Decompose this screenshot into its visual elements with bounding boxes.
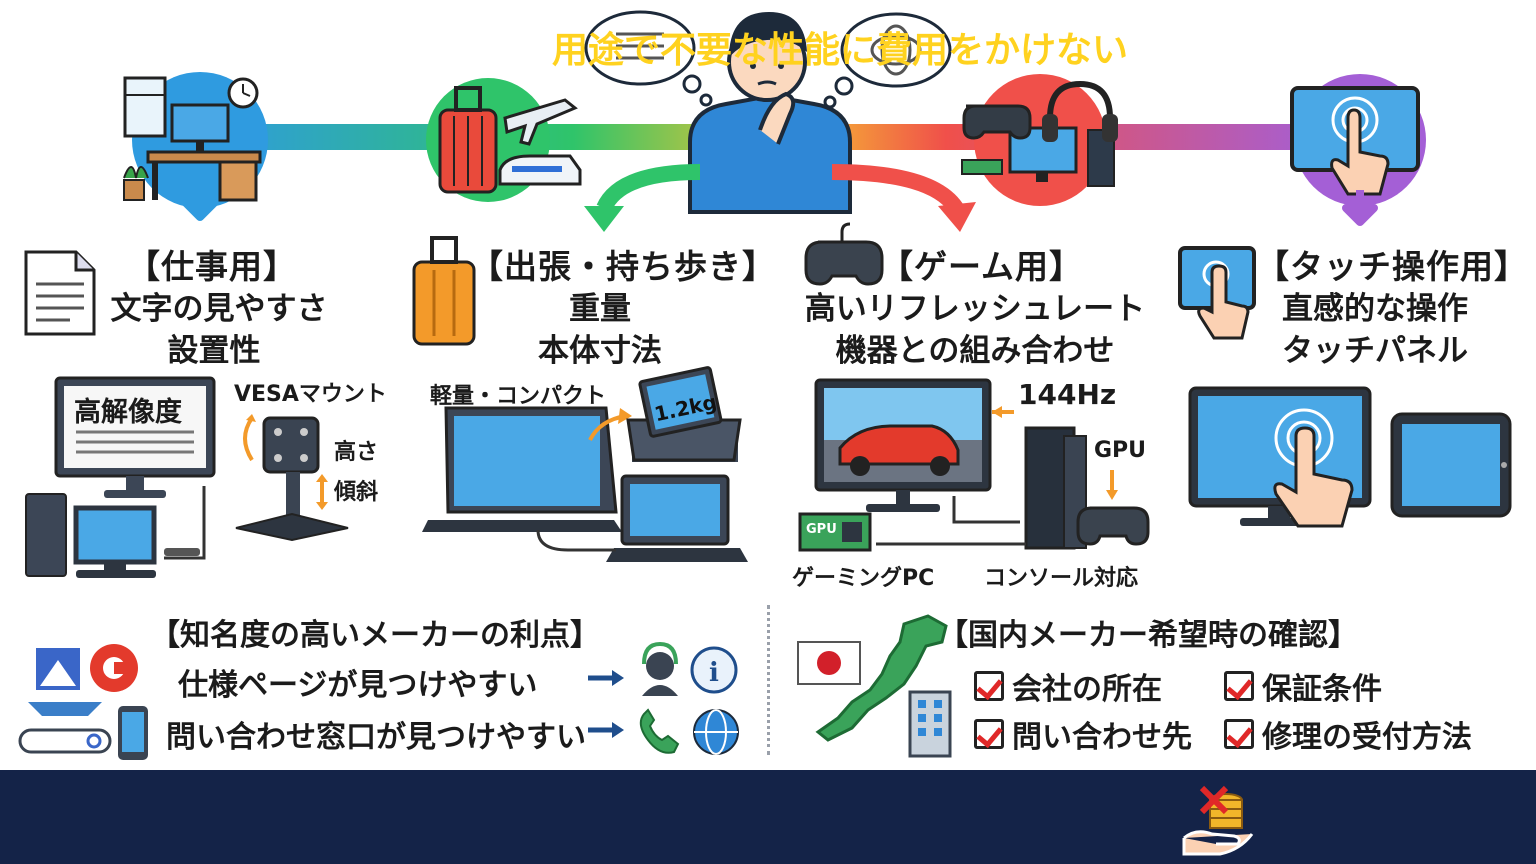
category-title-game: 【ゲーム用】 xyxy=(880,247,1084,286)
japan-flag-icon xyxy=(797,641,861,685)
maker-logo-icon xyxy=(90,644,138,692)
vesa-stand-illustration xyxy=(235,414,349,542)
category-line-game-1: 高いリフレッシュレート xyxy=(804,291,1146,327)
screen-text-high-resolution: 高解像度 xyxy=(74,397,182,428)
arrow-right-icon xyxy=(588,670,624,686)
search-bar-icon xyxy=(18,728,112,754)
portable-monitor-illustration xyxy=(422,366,748,562)
tilt-label: 傾斜 xyxy=(334,480,379,505)
category-title-travel: 【出張・持ち歩き】 xyxy=(470,247,776,286)
travel-suitcase-icon xyxy=(426,78,582,202)
console-support-label: コンソール対応 xyxy=(984,566,1139,591)
category-line-touch-1: 直感的な操作 xyxy=(1282,291,1468,327)
category-line-game-2: 機器との組み合わせ xyxy=(835,333,1115,369)
footer-banner xyxy=(0,770,1536,864)
info-icon: i xyxy=(690,646,738,694)
building-icon xyxy=(908,690,952,758)
arrow-down-icon xyxy=(182,185,218,221)
check-label: 会社の所在 xyxy=(1012,672,1162,707)
footer-arrow: ➡ xyxy=(494,26,525,68)
check-warranty: 保証条件 xyxy=(1224,664,1382,708)
category-title-work: 【仕事用】 xyxy=(127,247,297,286)
saving-coins-icon xyxy=(1182,785,1254,856)
footer-text-1: “最強”を一つに決めるより xyxy=(36,30,479,71)
footer-text-3: 予算を賢く使う xyxy=(1262,30,1515,71)
section-divider xyxy=(767,605,770,755)
tablet-touch-icon xyxy=(1178,246,1256,340)
category-line-work-1: 文字の見やすさ xyxy=(110,291,328,327)
category-line-work-2: 設置性 xyxy=(167,333,261,369)
gamepad-icon xyxy=(804,222,884,286)
gpu-card-label: GPU xyxy=(806,522,837,537)
check-label: 保証条件 xyxy=(1262,672,1382,707)
check-label: 修理の受付方法 xyxy=(1262,720,1472,755)
work-monitor-illustration xyxy=(25,376,216,578)
arrow-curve-right-icon xyxy=(831,164,963,213)
category-line-touch-2: タッチパネル xyxy=(1282,333,1468,369)
illustration-scene: i xyxy=(18,10,1512,760)
compact-label: 軽量・コンパクト xyxy=(430,384,607,409)
smartphone-icon xyxy=(118,706,148,760)
maker-logo-icon xyxy=(36,648,80,690)
check-label: 問い合わせ先 xyxy=(1012,720,1192,755)
checkbox-checked-icon xyxy=(974,671,1004,701)
check-company-location: 会社の所在 xyxy=(974,664,1162,708)
makers-row-contact: 問い合わせ窓口が見つけやすい xyxy=(166,720,586,755)
maker-logo-icon xyxy=(28,702,102,716)
gaming-monitor-illustration xyxy=(798,378,1150,552)
work-desk-icon xyxy=(123,72,268,208)
height-label: 高さ xyxy=(334,440,379,465)
suitcase-icon xyxy=(412,236,476,346)
phone-icon xyxy=(639,708,680,754)
globe-icon xyxy=(693,709,739,755)
thought-bubble-icon xyxy=(584,10,713,107)
checkbox-checked-icon xyxy=(1224,719,1254,749)
japan-map-icon xyxy=(815,614,948,742)
game-setup-icon xyxy=(961,74,1118,206)
thinking-person-icon xyxy=(688,12,852,214)
makers-title: 【知名度の高いメーカーの利点】 xyxy=(150,618,600,653)
check-contact: 問い合わせ先 xyxy=(974,712,1192,756)
category-title-touch: 【タッチ操作用】 xyxy=(1256,247,1528,286)
vesa-mount-label: VESAマウント xyxy=(234,382,387,407)
category-line-travel-1: 重量 xyxy=(569,291,631,327)
domestic-title: 【国内メーカー希望時の確認】 xyxy=(938,618,1358,653)
arrow-right-icon xyxy=(588,722,624,738)
gpu-label: GPU xyxy=(1094,438,1147,463)
category-line-travel-2: 本体寸法 xyxy=(538,333,662,369)
support-headset-icon xyxy=(642,641,678,696)
gaming-pc-label: ゲーミングPC xyxy=(792,566,935,591)
checkbox-checked-icon xyxy=(1224,671,1254,701)
thought-bubble-icon xyxy=(823,12,952,109)
checkbox-checked-icon xyxy=(974,719,1004,749)
arrow-down-icon xyxy=(1342,190,1378,226)
touch-monitor-illustration xyxy=(1188,386,1512,528)
makers-row-spec-page: 仕様ページが見つけやすい xyxy=(178,668,538,703)
document-icon xyxy=(24,250,96,336)
arrow-curve-left-icon xyxy=(596,164,701,212)
svg-text:i: i xyxy=(709,658,719,688)
refresh-rate-label: 144Hz xyxy=(1018,378,1117,411)
footer-text-2: 用途で不要な性能に費用をかけない xyxy=(552,30,1129,71)
check-repair-method: 修理の受付方法 xyxy=(1224,712,1472,756)
touch-tablet-icon xyxy=(1290,74,1426,206)
